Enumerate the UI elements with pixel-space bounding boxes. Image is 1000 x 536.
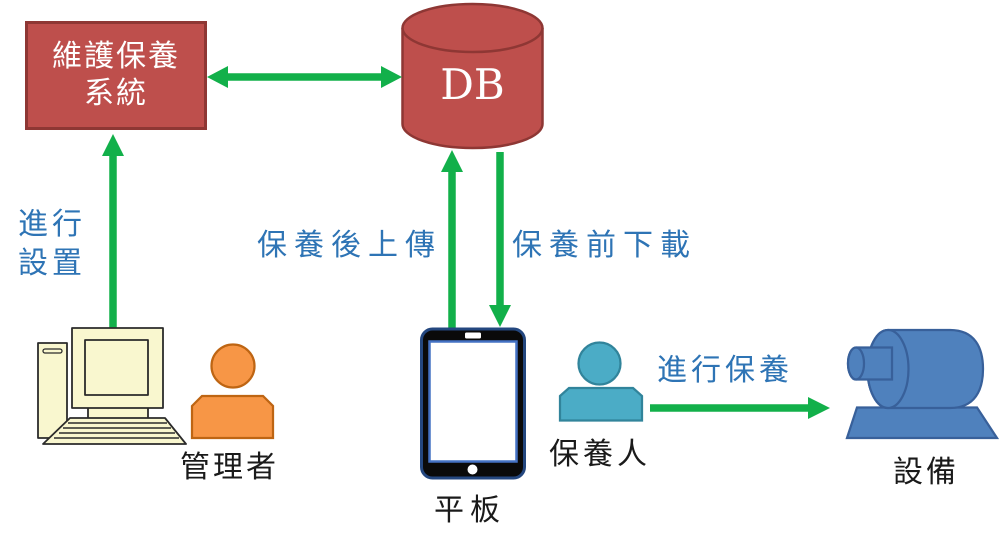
computer-tower-shape <box>37 342 68 439</box>
maintainer-caption: 保養人 <box>549 437 651 472</box>
computer-tower-slot <box>42 348 63 354</box>
admin-caption: 管理者 <box>180 450 279 485</box>
db-label: DB <box>440 60 505 109</box>
tablet-screen-shape <box>428 340 518 463</box>
setup-up-arrow <box>102 134 124 330</box>
tablet-caption: 平板 <box>434 493 506 528</box>
tablet-speaker-slot <box>465 332 481 339</box>
database-cylinder-icon <box>401 2 544 150</box>
admin-person-head <box>210 343 256 389</box>
download-down-arrow <box>489 152 511 327</box>
arrow-layer <box>102 66 830 419</box>
machine-base-shape <box>845 406 1000 440</box>
setup-edge-label: 進行 設置 <box>18 205 86 283</box>
desktop-computer-icon <box>37 327 187 445</box>
upload-up-arrow <box>441 150 463 330</box>
maintainer-person-head <box>577 341 622 386</box>
tablet-device-icon <box>420 327 526 480</box>
computer-keyboard-rows <box>54 422 179 439</box>
database-top-shape <box>401 2 544 54</box>
computer-screen-shape <box>84 339 149 396</box>
upload-edge-label: 保養後上傳 <box>257 228 442 263</box>
maintenance-system-label-line2: 系統 <box>84 75 148 111</box>
machine-shaft-face <box>846 346 866 381</box>
maintenance-system-label-line1: 維護保養 <box>52 38 180 74</box>
maintain-edge-label: 進行保養 <box>657 353 793 388</box>
database-body-shape <box>401 28 544 150</box>
admin-person-body <box>190 394 275 440</box>
admin-person-icon <box>190 343 275 440</box>
setup-edge-label-line1: 進行 <box>18 207 86 242</box>
maintainer-person-body <box>558 386 644 422</box>
equipment-caption: 設備 <box>893 455 959 490</box>
motor-machine-icon <box>845 328 1000 440</box>
setup-edge-label-line2: 設置 <box>18 246 86 281</box>
maintainer-person-icon <box>558 341 644 422</box>
sync-double-arrow <box>207 66 402 88</box>
download-edge-label: 保養前下載 <box>512 228 697 263</box>
maintain-right-arrow <box>650 397 830 419</box>
tablet-home-button <box>467 464 478 475</box>
maintenance-system-node: 維護保養 系統 <box>25 21 207 130</box>
